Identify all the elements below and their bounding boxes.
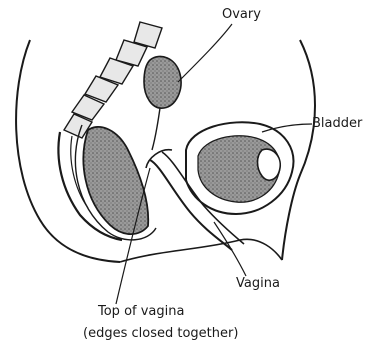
label-bladder: Bladder (312, 117, 362, 130)
rectum (83, 127, 148, 234)
label-vagina: Vagina (236, 277, 280, 290)
label-ovary: Ovary (222, 8, 261, 21)
ovary (144, 56, 181, 108)
label-top-of-vagina-note: (edges closed together) (83, 327, 238, 340)
leader-line-ovary (178, 24, 232, 82)
vaginal-vault (146, 150, 172, 168)
pelvic-floor-outline (120, 239, 282, 262)
pubic-bone (258, 149, 281, 180)
abdomen-outline (282, 40, 315, 260)
label-top-of-vagina: Top of vagina (98, 305, 184, 318)
ovary-stalk (152, 108, 160, 150)
